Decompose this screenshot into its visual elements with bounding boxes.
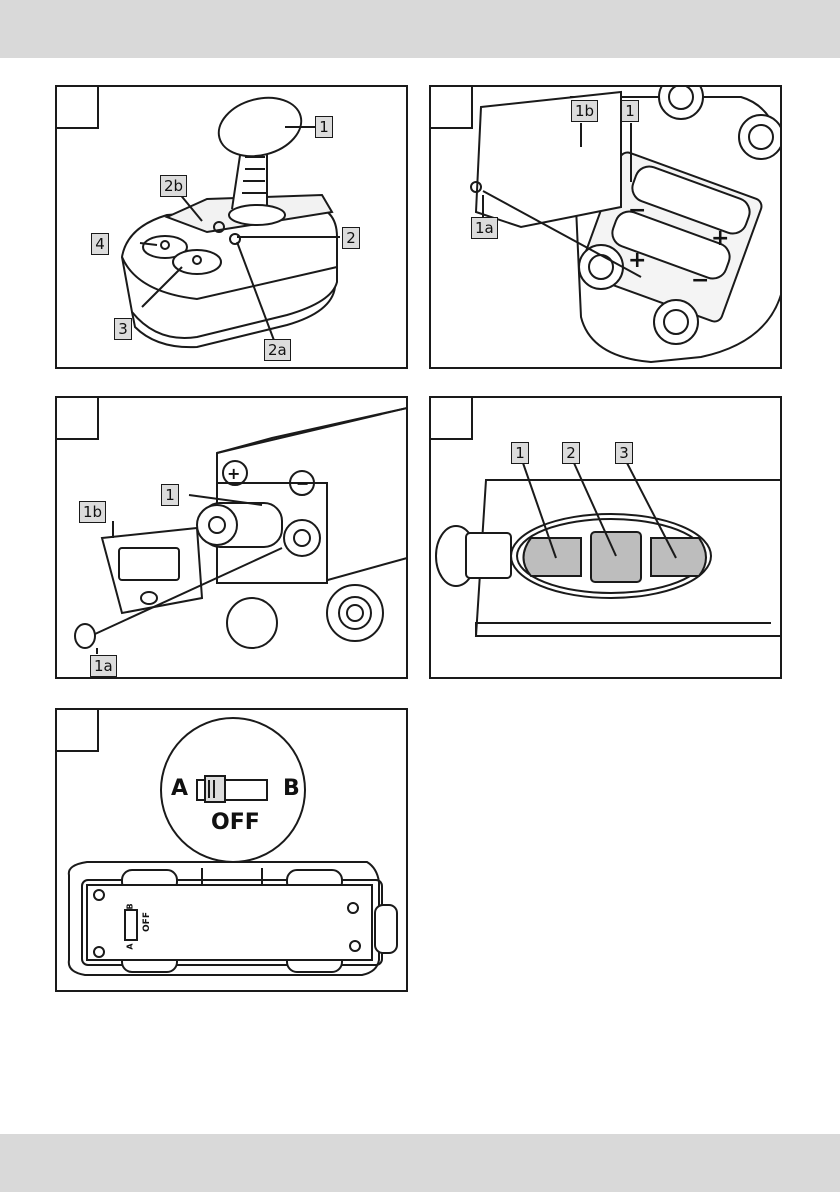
figure-5-panel: A B OFF OFF A B: [55, 708, 408, 992]
callout-1: 1: [161, 484, 179, 506]
callout-1: 1: [315, 116, 333, 138]
callout-4: 4: [91, 233, 109, 255]
svg-text:+: +: [227, 464, 240, 483]
figure-4-panel: 1 2 3: [429, 396, 782, 679]
callout-1b: 1b: [571, 100, 598, 122]
svg-text:+: +: [628, 248, 646, 273]
figure-1-panel: 1 2b 4 2 3 2a: [55, 85, 408, 369]
callout-2b: 2b: [160, 175, 187, 197]
callout-2: 2: [342, 227, 360, 249]
device-label-a: A: [126, 943, 135, 949]
svg-text:−: −: [691, 268, 709, 293]
callout-3: 3: [615, 442, 633, 464]
header-bar: [0, 0, 840, 58]
callout-2: 2: [562, 442, 580, 464]
figure-3-panel: + − 1 1b 1a: [55, 396, 408, 679]
callout-3: 3: [114, 318, 132, 340]
device-label-off: OFF: [142, 912, 152, 932]
callout-1: 1: [621, 100, 639, 122]
svg-text:−: −: [296, 474, 309, 493]
device-label-b: B: [126, 903, 135, 909]
callout-1a: 1a: [471, 217, 498, 239]
callout-1: 1: [511, 442, 529, 464]
switch-label-b: B: [283, 776, 300, 801]
switch-label-a: A: [171, 776, 188, 801]
remote-buttons-illustration: [431, 398, 782, 679]
switch-label-off: OFF: [211, 810, 260, 835]
callout-1a: 1a: [90, 655, 117, 677]
figure-2-panel: − + + − 1b 1 1a: [429, 85, 782, 369]
callout-2a: 2a: [264, 339, 291, 361]
battery-insertion-illustration: + −: [57, 398, 408, 679]
svg-text:−: −: [628, 198, 646, 223]
svg-text:+: +: [711, 226, 729, 251]
vehicle-underside-illustration: [57, 710, 408, 992]
callout-1b: 1b: [79, 501, 106, 523]
footer-bar: [0, 1134, 840, 1192]
